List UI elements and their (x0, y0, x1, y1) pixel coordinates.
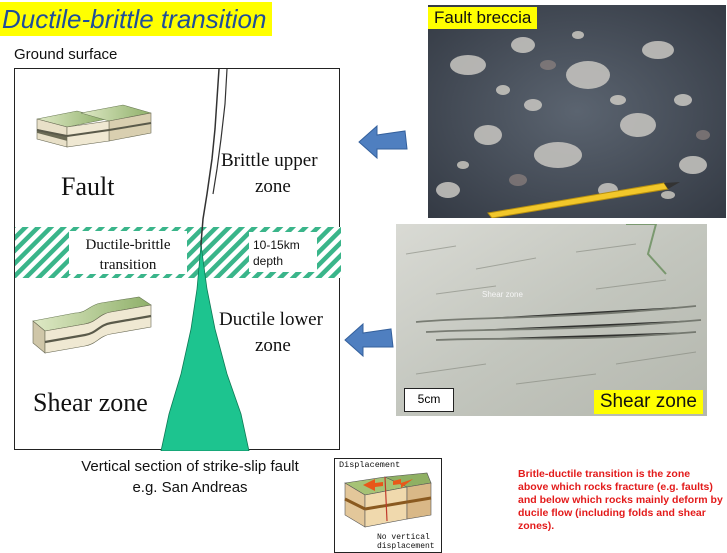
strike-slip-block-diagram: Displacement No vertical displacement (334, 458, 442, 553)
transition-note: Britle-ductile transition is the zone ab… (518, 468, 723, 532)
breccia-texture (428, 5, 726, 218)
transition-label-box (69, 231, 187, 274)
scale-bar-label: 5cm (417, 392, 441, 406)
caption-line-1: Vertical section of strike-slip fault (81, 458, 299, 475)
arrow-left-upper-icon (358, 124, 408, 160)
cross-section-svg: Fault Brittle upper zone Ductile-brittle… (15, 68, 341, 452)
fault-breccia-photo: Fault breccia (428, 5, 726, 218)
ground-surface-label: Ground surface (14, 46, 118, 63)
ductile-lower-label-1: Ductile lower (219, 309, 324, 330)
depth-label-1: 10-15km (253, 238, 300, 252)
transition-label-1: Ductile-brittle (86, 237, 171, 253)
displacement-label: Displacement (339, 460, 401, 470)
page-title: Ductile-brittle transition (0, 2, 273, 36)
no-vertical-line-2: displacement (377, 542, 435, 551)
shear-zone-inner-label: Shear zone (482, 290, 523, 299)
scale-bar: 5cm (404, 388, 454, 412)
shear-zone-photo: Shear zone 5cm Shear zone (396, 224, 707, 416)
block-sketch (344, 472, 432, 528)
diagram-caption: Vertical section of strike-slip fault e.… (40, 456, 340, 498)
sheared-block-icon (32, 296, 152, 354)
no-vertical-label: No vertical displacement (377, 533, 435, 551)
cross-section-diagram: Fault Brittle upper zone Ductile-brittle… (14, 68, 341, 452)
ductile-lower-label-2: zone (255, 335, 291, 356)
faulted-block-icon (36, 104, 152, 148)
brittle-upper-label-2: zone (255, 176, 291, 197)
arrow-left-lower-icon (344, 322, 394, 358)
no-vertical-line-1: No vertical (377, 533, 430, 542)
caption-line-2: e.g. San Andreas (132, 479, 248, 496)
fault-label: Fault (61, 172, 115, 201)
brittle-upper-label-1: Brittle upper (221, 150, 318, 171)
fault-trace-line (200, 68, 220, 265)
depth-label-2: depth (253, 254, 283, 268)
shear-zone-label: Shear zone (33, 388, 148, 417)
shear-texture (396, 224, 707, 416)
fault-trace-line-2 (212, 68, 228, 195)
shear-zone-tag: Shear zone (593, 390, 703, 414)
transition-label-2: transition (100, 257, 157, 273)
depth-label-box (249, 232, 317, 272)
fault-breccia-tag: Fault breccia (428, 7, 538, 29)
